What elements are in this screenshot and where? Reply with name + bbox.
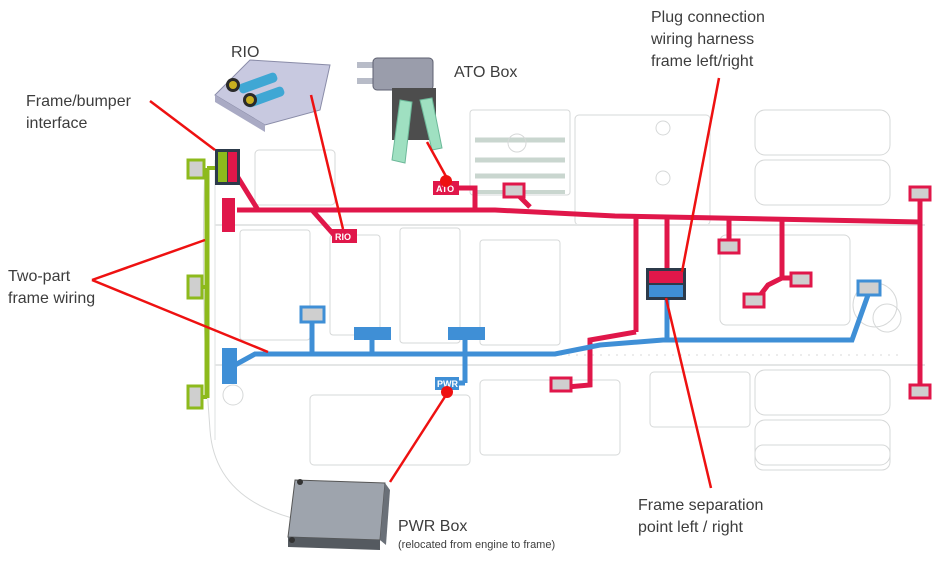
ato-box-image [357, 57, 443, 164]
red-connectors [502, 182, 932, 400]
pwr-box-note: (relocated from engine to frame) [398, 539, 555, 551]
pwr-connector-tag: PWR [437, 379, 458, 389]
red-connector [742, 292, 766, 309]
rio-label: RIO [231, 44, 259, 61]
callout-rio [309, 94, 345, 230]
green-connector [186, 158, 206, 180]
separation-label-line1: Frame separation [638, 497, 763, 514]
blue-connector [856, 279, 882, 297]
blue-harness-terminal [222, 348, 237, 384]
frame-bumper-label-line1: Frame/bumper [26, 93, 132, 110]
pwr-box-label: PWR Box [398, 518, 467, 535]
callout-plug [680, 77, 721, 273]
callout-two-part-lower [91, 278, 269, 354]
callout-separation [664, 297, 713, 489]
ato-box-label: ATO Box [454, 64, 517, 81]
plug-label-line1: Plug connection [651, 9, 765, 26]
ato-callout-dot [440, 175, 452, 187]
red-frame-harness [234, 174, 923, 390]
rio-connector: RIO [332, 229, 357, 243]
callout-lines [91, 77, 721, 489]
callout-pwr [388, 391, 450, 483]
ato-connector: ATO [433, 181, 459, 195]
green-front-harness [186, 158, 218, 410]
pwr-box-image [287, 479, 390, 550]
blue-connector-block [448, 327, 485, 340]
rio-connector-tag: RIO [335, 232, 351, 242]
callout-ato [425, 141, 450, 181]
red-connector [502, 182, 526, 199]
red-harness-terminal [222, 198, 235, 232]
frame-bumper-label-line2: interface [26, 115, 87, 132]
blue-connector-block [354, 327, 391, 340]
rio-module-image [214, 59, 331, 132]
plug-connection-left-right [646, 268, 686, 300]
frame-bumper-interface-plug [215, 149, 240, 185]
green-connector [186, 274, 204, 300]
callout-two-part-upper [91, 238, 206, 282]
red-connector [717, 238, 741, 255]
green-connector [186, 384, 204, 410]
plug-label-line3: frame left/right [651, 53, 754, 70]
callout-frame-bumper [149, 100, 216, 151]
ato-connector-tag: ATO [436, 184, 454, 194]
pwr-connector: PWR [435, 377, 459, 390]
blue-frame-harness [233, 294, 871, 386]
plug-label-line2: wiring harness [650, 31, 754, 48]
two-part-label-line2: frame wiring [8, 290, 95, 307]
pwr-callout-dot [441, 386, 453, 398]
blue-connector [299, 305, 326, 324]
red-connector [908, 383, 932, 400]
two-part-label-line1: Two-part [8, 268, 71, 285]
separation-label-line2: point left / right [638, 519, 744, 536]
red-connector [908, 185, 932, 202]
red-connector [789, 271, 813, 288]
red-connector [549, 376, 573, 393]
